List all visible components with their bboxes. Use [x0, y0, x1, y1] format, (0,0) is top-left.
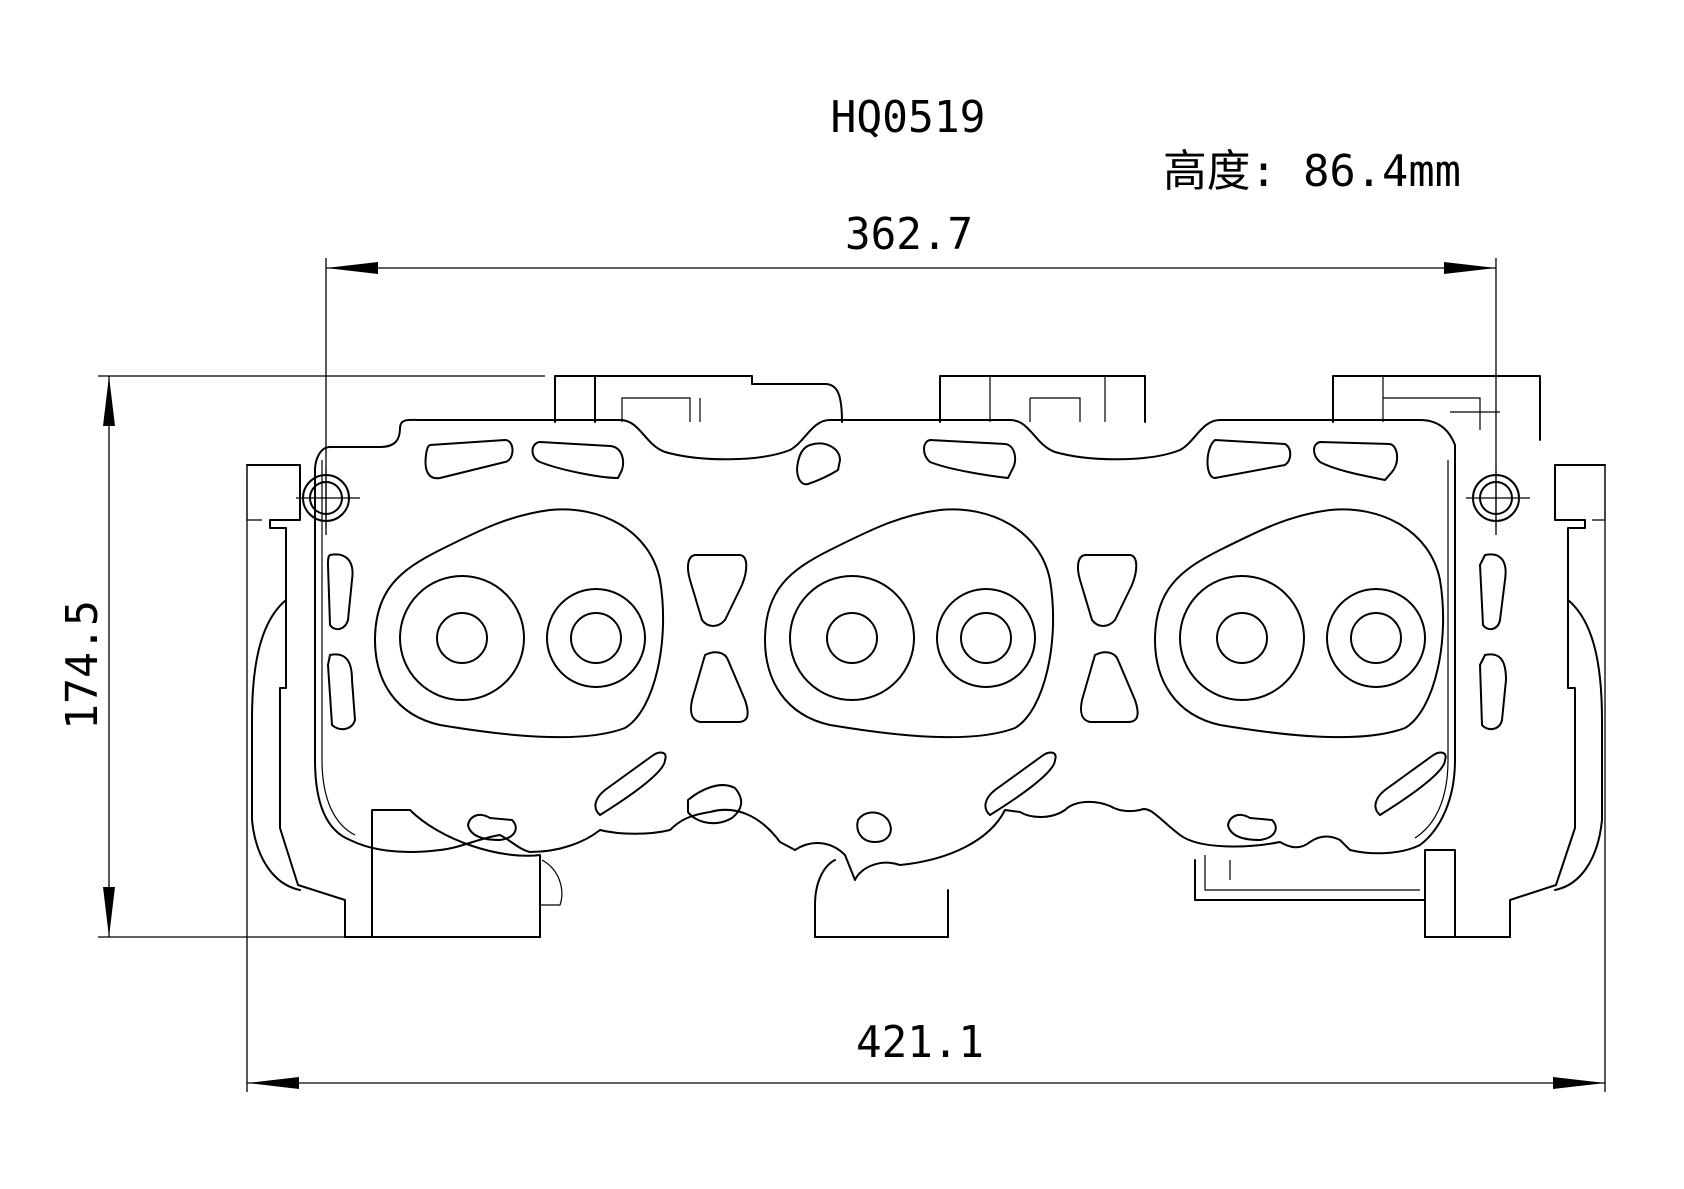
dimension-overall-height-label: 174.5	[57, 600, 108, 730]
arrow-right-icon	[1444, 262, 1496, 274]
arrow-left-icon	[247, 1077, 299, 1089]
dowel-hole-left	[296, 470, 360, 528]
dimension-overall-width-label: 421.1	[856, 1017, 984, 1068]
coolant-passages-bottom	[467, 751, 1447, 843]
arrow-down-icon	[103, 887, 115, 937]
combustion-chamber-2	[764, 508, 1055, 739]
dimension-top-width-label: 362.7	[845, 209, 973, 260]
arrow-up-icon	[103, 376, 115, 426]
rear-body	[246, 375, 1606, 938]
deck-outline	[314, 418, 1456, 881]
dimension-top-width	[325, 258, 1497, 535]
part-number-title: HQ0519	[831, 92, 986, 143]
arrow-right-icon	[1553, 1077, 1605, 1089]
arrow-left-icon	[326, 262, 378, 274]
dimension-overall-width	[246, 465, 1606, 1092]
coolant-passages-top	[424, 439, 1398, 486]
height-label: 高度: 86.4mm	[1163, 146, 1461, 197]
combustion-chamber-1	[374, 508, 665, 739]
combustion-chamber-3	[1154, 508, 1445, 739]
dowel-hole-right	[1466, 470, 1530, 528]
coolant-passages-side	[327, 553, 1507, 731]
